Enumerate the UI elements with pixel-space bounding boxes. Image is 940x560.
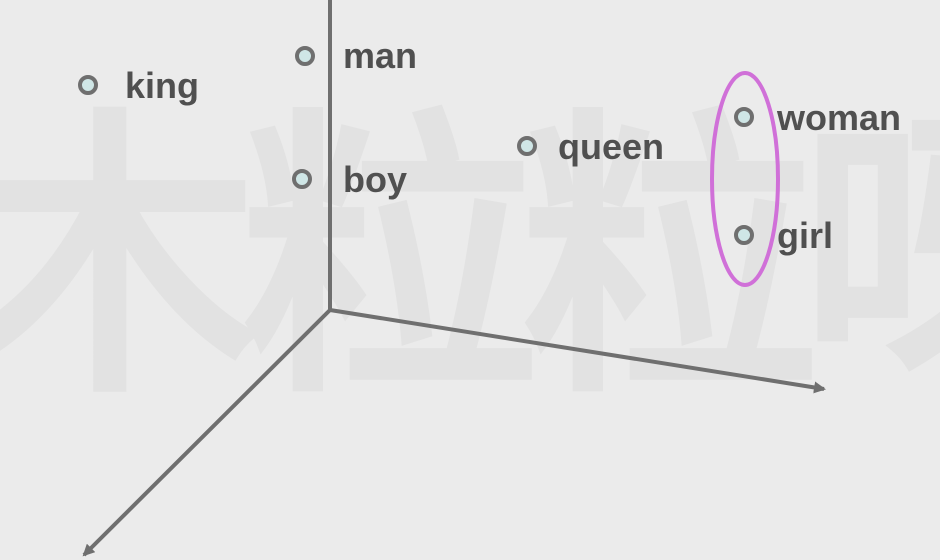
label-king: king xyxy=(125,65,200,106)
point-queen xyxy=(517,136,537,156)
x-axis xyxy=(329,308,826,394)
point-woman xyxy=(734,107,754,127)
point-girl xyxy=(734,225,754,245)
point-man xyxy=(295,46,315,66)
point-king xyxy=(78,75,98,95)
label-girl: girl xyxy=(777,215,834,256)
label-boy: boy xyxy=(343,159,408,200)
label-woman: woman xyxy=(777,97,902,138)
highlight-ellipse xyxy=(710,71,780,287)
point-boy xyxy=(292,169,312,189)
label-queen: queen xyxy=(558,126,665,167)
y-axis xyxy=(82,308,332,557)
label-man: man xyxy=(343,35,418,76)
